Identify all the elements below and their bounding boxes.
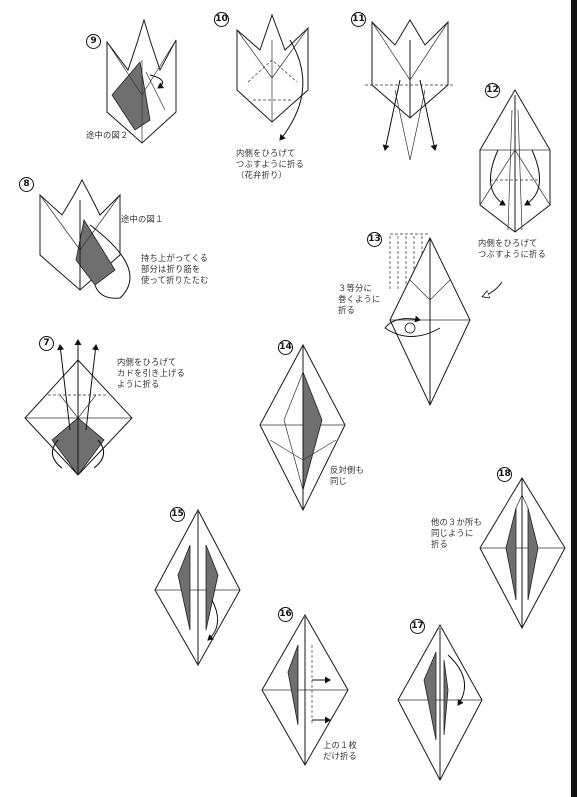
step7-instruction: 内側をひろげて カドを引き上げる ように折る <box>117 357 185 389</box>
step-number: 8 <box>19 177 34 192</box>
step18-diagram <box>479 477 566 630</box>
step9-midway-label: 途中の図２ <box>86 130 129 140</box>
step10-diagram <box>236 13 309 141</box>
step12-diagram <box>479 89 551 233</box>
step-number: 18 <box>497 467 512 482</box>
step18-instruction: 他の３か所も 同じように 折る <box>431 517 482 549</box>
step10-instruction: 内側をひろげて つぶすように折る （花弁折り） <box>236 148 304 180</box>
step9-diagram <box>106 18 177 144</box>
step8-midway-label: 途中の図１ <box>121 214 164 224</box>
step12-instruction: 内側をひろげて つぶすように折る <box>478 238 546 259</box>
step-number: 15 <box>170 507 185 522</box>
step-number: 16 <box>278 607 293 622</box>
step-number: 12 <box>485 83 500 98</box>
step-number: 10 <box>214 12 229 27</box>
step13-instruction: ３等分に 巻くように 折る <box>338 283 381 315</box>
step17-diagram <box>397 623 483 782</box>
step8-diagram <box>39 178 131 299</box>
step-number: 14 <box>278 340 293 355</box>
page-edge-bar <box>571 0 577 797</box>
step14-diagram <box>259 343 346 512</box>
step13-diagram <box>384 233 503 407</box>
step-number: 13 <box>367 232 382 247</box>
step11-diagram <box>365 19 455 161</box>
step-number: 11 <box>351 12 366 27</box>
step-number: 7 <box>39 336 54 351</box>
step16-instruction: 上の１枚 だけ折る <box>323 740 357 761</box>
step-number: 9 <box>86 34 101 49</box>
step15-diagram <box>154 508 241 667</box>
step7-diagram <box>24 339 133 476</box>
step16-diagram <box>261 613 349 767</box>
step-number: 17 <box>410 619 425 634</box>
step8-instruction: 持ち上がってくる 部分は折り筋を 使って折りたたむ <box>141 253 209 285</box>
step14-instruction: 反対側も 同じ <box>330 465 364 486</box>
